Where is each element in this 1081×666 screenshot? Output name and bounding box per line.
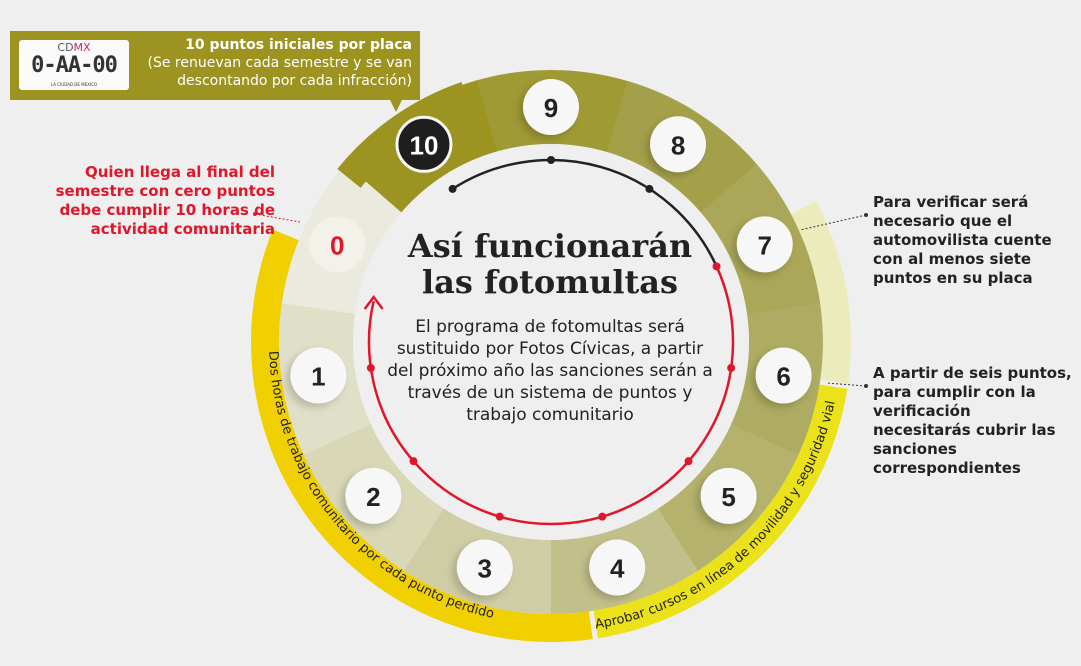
- point-number: 3: [478, 553, 492, 583]
- arc-dot: [547, 156, 555, 164]
- point-number: 10: [409, 130, 438, 160]
- point-number: 9: [544, 93, 558, 123]
- plate-subtitle: LA CIUDAD DE MEXICO: [50, 82, 98, 87]
- point-circle: [345, 467, 402, 524]
- arc-dot: [712, 262, 721, 271]
- point-node-5: 5: [700, 467, 757, 524]
- point-node-3: 3: [456, 539, 513, 596]
- banner-title: 10 puntos iniciales por placa: [185, 37, 412, 53]
- point-node-2: 2: [345, 467, 402, 524]
- arc-dot: [409, 457, 418, 466]
- point-circle: [309, 216, 366, 273]
- verification-band: [791, 201, 851, 384]
- point-circle: [523, 79, 579, 135]
- arc-dot: [684, 457, 693, 466]
- center-description: El programa de fotomultas será sustituid…: [387, 317, 713, 425]
- point-node-8: 8: [650, 116, 707, 173]
- point-number: 8: [671, 130, 685, 160]
- point-circle: [290, 347, 347, 404]
- plate-top-text: CDMX: [57, 41, 91, 54]
- point-node-4: 4: [589, 539, 646, 596]
- banner-line-1: (Se renuevan cada semestre y se van: [147, 55, 413, 71]
- point-number: 7: [758, 230, 772, 260]
- point-node-9: 9: [523, 79, 579, 135]
- point-number: 1: [311, 361, 325, 391]
- community-hours-band: [250, 229, 593, 642]
- license-plate-image: CDMX 0-AA-00 LA CIUDAD DE MEXICO: [19, 40, 129, 90]
- point-number: 4: [610, 553, 625, 583]
- zero-leader-dot: [253, 212, 257, 216]
- point-circle: [700, 467, 757, 524]
- six-points-callout: A partir de seis puntos, para cumplir co…: [873, 364, 1072, 477]
- point-circle: [395, 115, 453, 173]
- point-number: 2: [366, 482, 380, 512]
- initial-points-banner: CDMX 0-AA-00 LA CIUDAD DE MEXICO 10 punt…: [10, 31, 420, 112]
- zero-points-callout: Quien llega al final del semestre con ce…: [55, 163, 275, 238]
- banner-line-2: descontando por cada infracción): [177, 73, 412, 89]
- point-number: 6: [776, 361, 790, 391]
- seven-leader-dot: [864, 213, 868, 217]
- six-leader-line: [825, 382, 867, 387]
- arc-dot: [448, 184, 457, 193]
- point-circle: [650, 116, 707, 173]
- arrow-up-icon: [363, 294, 384, 310]
- point-circle: [736, 216, 793, 273]
- point-node-6: 6: [755, 347, 812, 404]
- arc-dot: [366, 363, 375, 372]
- point-node-0: 0: [309, 216, 366, 273]
- seven-points-callout: Para verificar será necesario que el aut…: [873, 193, 1052, 287]
- arc-dot: [598, 512, 607, 521]
- arc-dot: [645, 184, 654, 193]
- black-arc: [451, 158, 718, 266]
- point-circle: [456, 539, 513, 596]
- arc-dot: [727, 363, 736, 372]
- point-number: 5: [721, 482, 735, 512]
- point-node-7: 7: [736, 216, 793, 273]
- plate-number: 0-AA-00: [31, 53, 118, 78]
- point-node-1: 1: [290, 347, 347, 404]
- point-number: 0: [330, 230, 344, 260]
- courses-band: [593, 384, 848, 639]
- center-disc: [353, 144, 749, 540]
- seven-leader-line: [799, 214, 867, 231]
- plate-cdmx: CDMX: [19, 42, 129, 54]
- point-circle: [589, 539, 646, 596]
- point-node-10: 10: [395, 115, 453, 173]
- six-leader-dot: [864, 384, 868, 388]
- page-title: Así funcionarán las fotomultas: [407, 227, 693, 301]
- point-circle: [755, 347, 812, 404]
- arc-dot: [495, 512, 504, 521]
